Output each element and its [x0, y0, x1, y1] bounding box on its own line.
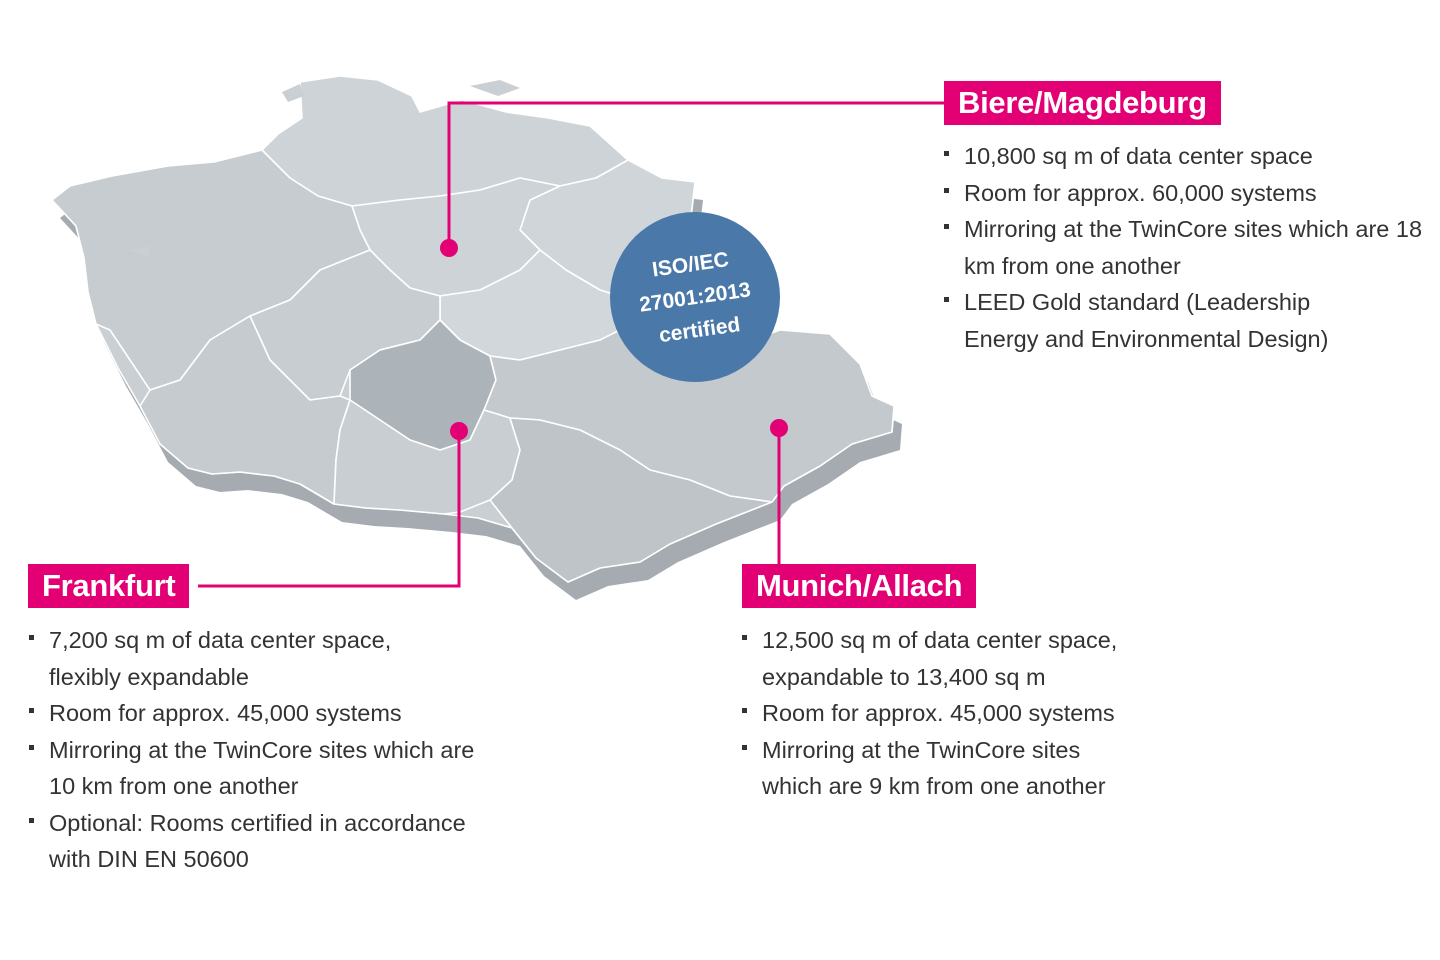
fact-item: Mirroring at the TwinCore sites which ar… — [944, 211, 1424, 284]
munich-title: Munich/Allach — [742, 564, 977, 608]
fact-item: Optional: Rooms certified in accordance … — [29, 805, 509, 878]
munich-facts: 12,500 sq m of data center space, expand… — [742, 622, 1162, 805]
fact-item: 12,500 sq m of data center space, expand… — [742, 622, 1162, 695]
frankfurt-facts: 7,200 sq m of data center space, flexibl… — [29, 622, 509, 878]
fact-item: 7,200 sq m of data center space, flexibl… — [29, 622, 449, 695]
fact-item: Room for approx. 45,000 systems — [742, 695, 1162, 732]
biere-facts: 10,800 sq m of data center space Room fo… — [944, 138, 1424, 357]
fact-item: 10,800 sq m of data center space — [944, 138, 1424, 175]
biere-title: Biere/Magdeburg — [944, 81, 1221, 125]
site-markers — [440, 239, 788, 440]
biere-marker — [440, 239, 458, 257]
fact-item: Room for approx. 45,000 systems — [29, 695, 509, 732]
biere-connector — [447, 101, 944, 248]
fact-item: Room for approx. 60,000 systems — [944, 175, 1424, 212]
certification-badge: ISO/IEC 27001:2013 certified — [610, 212, 780, 382]
map-states — [51, 75, 895, 583]
frankfurt-title: Frankfurt — [28, 564, 190, 608]
fact-item: Mirroring at the TwinCore sites which ar… — [742, 732, 1122, 805]
certification-text: ISO/IEC 27001:2013 certified — [633, 240, 758, 354]
fact-item: Mirroring at the TwinCore sites which ar… — [29, 732, 489, 805]
map-islands — [130, 80, 520, 256]
frankfurt-connector — [198, 432, 461, 588]
map-region-south-east — [489, 417, 773, 583]
frankfurt-marker — [450, 422, 468, 440]
munich-marker — [770, 419, 788, 437]
fact-item: LEED Gold standard (Leadership Energy an… — [944, 284, 1354, 357]
